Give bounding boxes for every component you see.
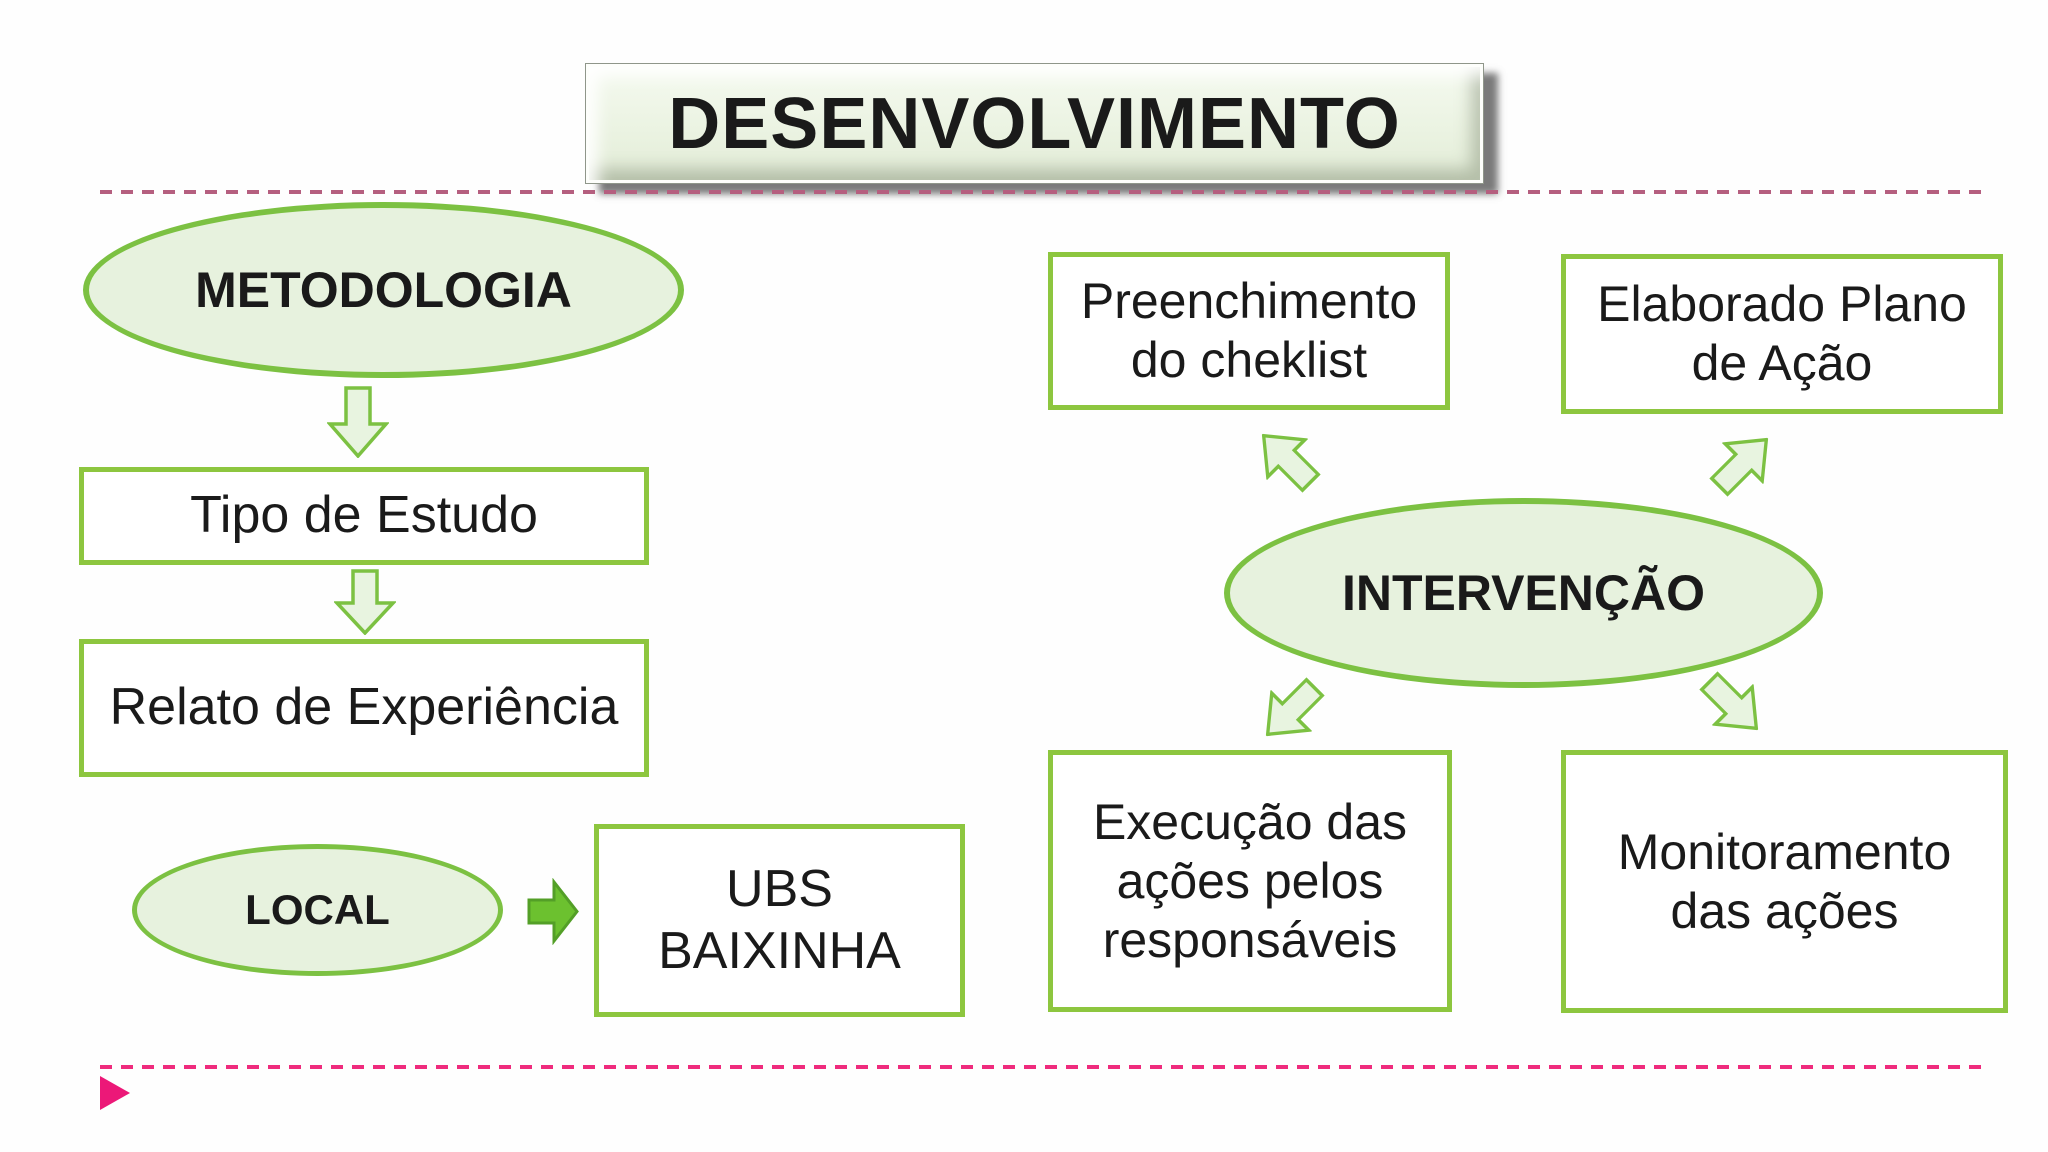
ubs-baixinha-label: UBS BAIXINHA [658, 860, 901, 980]
execucao-acoes-label: Execução das ações pelos responsáveis [1092, 793, 1408, 968]
arrow-up-left-icon [1242, 414, 1333, 505]
metodologia-label: METODOLOGIA [195, 262, 572, 318]
preenchimento-checklist-label: Preenchimento do cheklist [1080, 273, 1418, 388]
intervencao-label: INTERVENÇÃO [1341, 565, 1705, 621]
plano-de-acao-box: Elaborado Plano de Ação [1561, 254, 2003, 414]
local-label: LOCAL [245, 886, 390, 933]
local-ellipse: LOCAL [132, 844, 503, 976]
top-dashed-divider [100, 190, 1985, 194]
preenchimento-checklist-box: Preenchimento do cheklist [1048, 252, 1450, 410]
metodologia-ellipse: METODOLOGIA [83, 202, 684, 378]
plano-de-acao-label: Elaborado Plano de Ação [1597, 276, 1967, 391]
tipo-de-estudo-label: Tipo de Estudo [190, 486, 538, 545]
page-title: DESENVOLVIMENTO [668, 83, 1401, 164]
monitoramento-label: Monitoramento das ações [1617, 823, 1952, 939]
tipo-de-estudo-box: Tipo de Estudo [79, 467, 649, 565]
intervencao-ellipse: INTERVENÇÃO [1224, 498, 1823, 688]
bullet-triangle-icon [100, 1076, 130, 1110]
title-box: DESENVOLVIMENTO [585, 63, 1484, 184]
execucao-acoes-box: Execução das ações pelos responsáveis [1048, 750, 1452, 1012]
arrow-down-right-icon [1688, 660, 1779, 751]
relato-de-experiencia-label: Relato de Experiência [109, 678, 619, 737]
bottom-dashed-divider [100, 1065, 1985, 1069]
arrow-down-icon [327, 386, 389, 458]
monitoramento-box: Monitoramento das ações [1561, 750, 2008, 1013]
arrow-right-icon [527, 878, 579, 945]
arrow-up-right-icon [1698, 418, 1789, 509]
relato-de-experiencia-box: Relato de Experiência [79, 639, 649, 777]
ubs-baixinha-box: UBS BAIXINHA [594, 824, 965, 1017]
arrow-down-left-icon [1246, 666, 1337, 757]
arrow-down-icon [334, 569, 396, 635]
